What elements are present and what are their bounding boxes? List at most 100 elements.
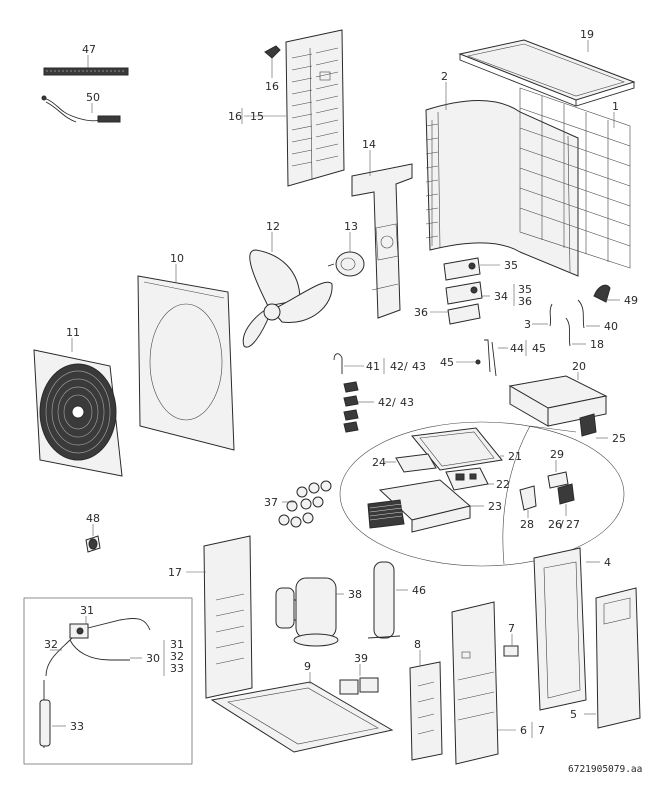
callout-7: 7 xyxy=(508,622,515,635)
callout-16-top: 16 xyxy=(265,80,279,93)
callout-10: 10 xyxy=(170,252,184,265)
part-38-compressor xyxy=(275,577,339,647)
callout-32-a: 32 xyxy=(44,638,58,651)
callout-31-b: 31 xyxy=(170,638,184,651)
callout-50: 50 xyxy=(86,91,100,104)
part-22-pcb xyxy=(445,467,489,491)
part-3-pipe xyxy=(549,303,553,327)
part-12-fan-blade xyxy=(242,249,333,348)
part-50-cable xyxy=(41,95,121,123)
callout-30: 30 xyxy=(146,652,160,665)
part-2-heat-exchanger xyxy=(425,99,579,277)
part-18-sensor xyxy=(565,317,571,347)
callout-22: 22 xyxy=(496,478,510,491)
callout-34: 34 xyxy=(494,290,508,303)
callout-35-a: 35 xyxy=(504,259,518,272)
part-42-43-valve-set xyxy=(343,381,359,433)
part-8-panel xyxy=(409,661,443,761)
part-6-service-panel xyxy=(451,601,499,765)
callout-11: 11 xyxy=(66,326,80,339)
callout-21: 21 xyxy=(508,450,522,463)
part-48-grommet xyxy=(85,535,101,553)
callout-36-b: 36 xyxy=(518,295,532,308)
part-28-clip xyxy=(519,485,537,511)
callout-2: 2 xyxy=(441,70,448,83)
detail-box-refrigerant-circuit xyxy=(23,597,193,765)
part-41-pipe xyxy=(333,353,343,374)
callout-45-a: 45 xyxy=(440,356,454,369)
callout-47: 47 xyxy=(82,43,96,56)
part-44-45-pipe xyxy=(475,339,497,377)
part-40-pipe xyxy=(577,299,585,329)
part-14-partition xyxy=(351,163,413,319)
callout-17: 17 xyxy=(168,566,182,579)
part-16-cap xyxy=(264,45,281,59)
callout-16-left: 16 xyxy=(228,110,242,123)
part-20-control-box xyxy=(508,375,608,437)
callout-12: 12 xyxy=(266,220,280,233)
callout-42-a: 42 xyxy=(390,360,404,373)
part-9-base-pan xyxy=(210,681,394,753)
callout-28: 28 xyxy=(520,518,534,531)
callout-6: 6 xyxy=(520,724,527,737)
callout-27: 27 xyxy=(566,518,580,531)
detail-bubble-electronics xyxy=(339,421,625,567)
part-15-side-grille xyxy=(285,29,345,187)
callout-19: 19 xyxy=(580,28,594,41)
part-46-accumulator xyxy=(367,561,401,639)
part-39-reactor xyxy=(339,677,379,695)
callout-44: 44 xyxy=(510,342,524,355)
slash-1: / xyxy=(404,360,408,373)
callout-1: 1 xyxy=(612,100,619,113)
part-5-side-cover xyxy=(595,587,641,729)
callout-33-a: 33 xyxy=(70,720,84,733)
callout-8: 8 xyxy=(414,638,421,651)
part-37-nuts xyxy=(278,480,332,528)
callout-33-b: 33 xyxy=(170,662,184,675)
slash-2: / xyxy=(392,396,396,409)
part-19-top-cover xyxy=(458,39,636,107)
callout-36-a: 36 xyxy=(414,306,428,319)
part-7-clip xyxy=(503,645,519,657)
callout-32-b: 32 xyxy=(170,650,184,663)
part-10-front-panel xyxy=(137,275,235,451)
callout-13: 13 xyxy=(344,220,358,233)
callout-43-a: 43 xyxy=(412,360,426,373)
part-24-insulation xyxy=(395,453,437,473)
document-number: 6721905079.aa xyxy=(568,764,642,775)
callout-46: 46 xyxy=(412,584,426,597)
part-26-27-terminal xyxy=(557,483,575,505)
callout-18: 18 xyxy=(590,338,604,351)
callout-20: 20 xyxy=(572,360,586,373)
part-47-terminal-strip xyxy=(43,67,129,76)
part-4-right-panel xyxy=(533,547,587,711)
part-35-36-valves xyxy=(443,257,483,325)
callout-31-a: 31 xyxy=(80,604,94,617)
callout-48: 48 xyxy=(86,512,100,525)
callout-24: 24 xyxy=(372,456,386,469)
callout-5: 5 xyxy=(570,708,577,721)
callout-26: 26 xyxy=(548,518,562,531)
callout-4: 4 xyxy=(604,556,611,569)
callout-25: 25 xyxy=(612,432,626,445)
callout-14: 14 xyxy=(362,138,376,151)
callout-29: 29 xyxy=(550,448,564,461)
callout-35-b: 35 xyxy=(518,283,532,296)
callout-15: 15 xyxy=(250,110,264,123)
callout-41: 41 xyxy=(366,360,380,373)
callout-42-b: 42 xyxy=(378,396,392,409)
callout-38: 38 xyxy=(348,588,362,601)
part-49-sensor xyxy=(593,284,611,303)
callout-43-b: 43 xyxy=(400,396,414,409)
callout-49: 49 xyxy=(624,294,638,307)
callout-7-b: 7 xyxy=(538,724,545,737)
callout-39: 39 xyxy=(354,652,368,665)
part-29-bracket xyxy=(547,471,569,489)
part-17-side-plate xyxy=(203,535,253,699)
part-1-rear-grille xyxy=(519,87,631,269)
callout-23: 23 xyxy=(488,500,502,513)
callout-40: 40 xyxy=(604,320,618,333)
callout-9: 9 xyxy=(304,660,311,673)
callout-45-b: 45 xyxy=(532,342,546,355)
